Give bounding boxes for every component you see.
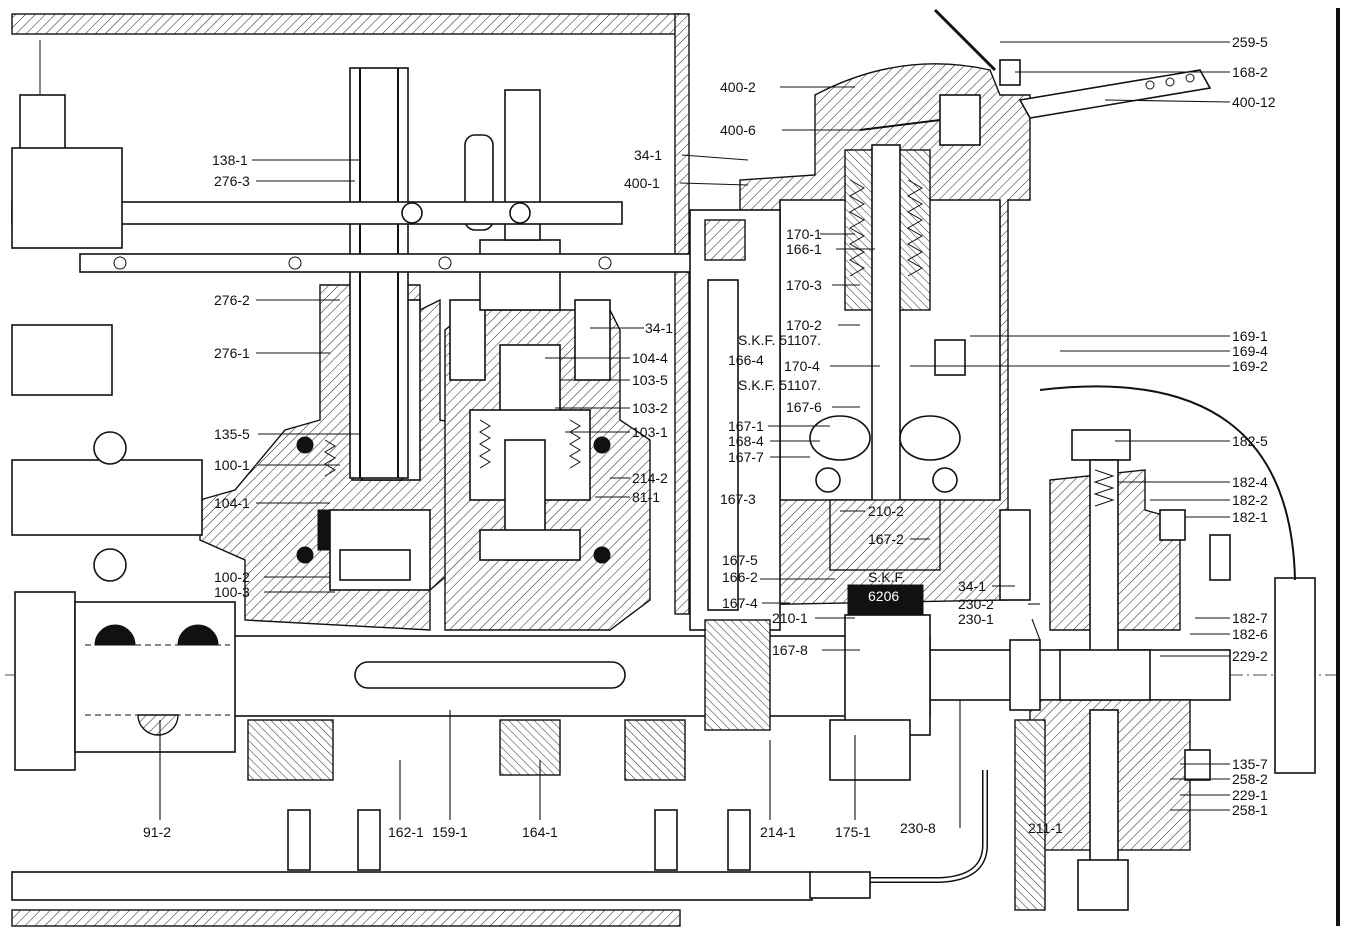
label-103-2: 103-2 xyxy=(632,400,668,416)
label-182-4: 182-4 xyxy=(1232,474,1268,490)
label-91-2: 91-2 xyxy=(143,824,171,840)
label-104-1: 104-1 xyxy=(214,495,250,511)
label-400-2: 400-2 xyxy=(720,79,756,95)
pipe-138-1 xyxy=(349,67,409,479)
label-81-1: 81-1 xyxy=(632,489,660,505)
label-276-3: 276-3 xyxy=(214,173,250,189)
label-276-2: 276-2 xyxy=(214,292,250,308)
label-34-1-top: 34-1 xyxy=(634,147,662,163)
label-170-4: 170-4 xyxy=(784,358,820,374)
label-167-3: 167-3 xyxy=(720,491,756,507)
label-169-1: 169-1 xyxy=(1232,328,1268,344)
label-167-6: 167-6 xyxy=(786,399,822,415)
label-214-2: 214-2 xyxy=(632,470,668,486)
label-skf: S.K.F. xyxy=(868,569,905,585)
label-6206: 6206 xyxy=(868,588,899,604)
label-400-12: 400-12 xyxy=(1232,94,1276,110)
label-34-1-mid: 34-1 xyxy=(645,320,673,336)
label-230-1: 230-1 xyxy=(958,611,994,627)
label-214-1: 214-1 xyxy=(760,824,796,840)
label-276-1: 276-1 xyxy=(214,345,250,361)
label-162-1: 162-1 xyxy=(388,824,424,840)
label-167-1: 167-1 xyxy=(728,418,764,434)
label-175-1: 175-1 xyxy=(835,824,871,840)
label-182-1: 182-1 xyxy=(1232,509,1268,525)
label-159-1: 159-1 xyxy=(432,824,468,840)
label-skf-51107-b: S.K.F. 51107. xyxy=(738,377,821,393)
label-168-2: 168-2 xyxy=(1232,64,1268,80)
label-169-4: 169-4 xyxy=(1232,343,1268,359)
label-182-5: 182-5 xyxy=(1232,433,1268,449)
label-166-1: 166-1 xyxy=(786,241,822,257)
label-100-3: 100-3 xyxy=(214,584,250,600)
label-167-4: 167-4 xyxy=(722,595,758,611)
label-400-6: 400-6 xyxy=(720,122,756,138)
label-135-7: 135-7 xyxy=(1232,756,1268,772)
label-210-1: 210-1 xyxy=(772,610,808,626)
label-170-2: 170-2 xyxy=(786,317,822,333)
label-230-8: 230-8 xyxy=(900,820,936,836)
label-103-5: 103-5 xyxy=(632,372,668,388)
label-166-4: 166-4 xyxy=(728,352,764,368)
label-166-2: 166-2 xyxy=(722,569,758,585)
label-258-2: 258-2 xyxy=(1232,771,1268,787)
label-182-7: 182-7 xyxy=(1232,610,1268,626)
label-229-2: 229-2 xyxy=(1232,648,1268,664)
right-pump-block xyxy=(999,385,1316,911)
governor-housing xyxy=(739,63,1031,736)
label-229-1: 229-1 xyxy=(1232,787,1268,803)
label-138-1: 138-1 xyxy=(212,152,248,168)
top-lever xyxy=(933,8,1212,119)
label-169-2: 169-2 xyxy=(1232,358,1268,374)
part-labels: 259-5 168-2 400-12 400-2 400-6 34-1 400-… xyxy=(143,34,1276,840)
label-135-5: 135-5 xyxy=(214,426,250,442)
label-258-1: 258-1 xyxy=(1232,802,1268,818)
label-210-2: 210-2 xyxy=(868,503,904,519)
label-103-1: 103-1 xyxy=(632,424,668,440)
label-100-2: 100-2 xyxy=(214,569,250,585)
label-104-4: 104-4 xyxy=(632,350,668,366)
label-100-1: 100-1 xyxy=(214,457,250,473)
label-34-1-low: 34-1 xyxy=(958,578,986,594)
leader-lines xyxy=(159,41,1231,828)
label-skf-51107-a: S.K.F. 51107. xyxy=(738,332,821,348)
label-230-2: 230-2 xyxy=(958,596,994,612)
label-259-5: 259-5 xyxy=(1232,34,1268,50)
label-211-1: 211-1 xyxy=(1028,820,1063,836)
label-164-1: 164-1 xyxy=(522,824,558,840)
label-182-2: 182-2 xyxy=(1232,492,1268,508)
left-coupling xyxy=(14,591,236,771)
label-170-3: 170-3 xyxy=(786,277,822,293)
frame xyxy=(11,8,1340,927)
left-edge-fittings xyxy=(11,40,203,582)
label-167-5: 167-5 xyxy=(722,552,758,568)
label-167-7: 167-7 xyxy=(728,449,764,465)
label-167-2: 167-2 xyxy=(868,531,904,547)
label-167-8: 167-8 xyxy=(772,642,808,658)
bottom-fuel-pipe xyxy=(11,770,988,901)
intermediate-wall xyxy=(689,209,911,781)
label-168-4: 168-4 xyxy=(728,433,764,449)
label-400-1: 400-1 xyxy=(624,175,660,191)
label-182-6: 182-6 xyxy=(1232,626,1268,642)
main-shaft xyxy=(5,635,1340,717)
label-170-1: 170-1 xyxy=(786,226,822,242)
